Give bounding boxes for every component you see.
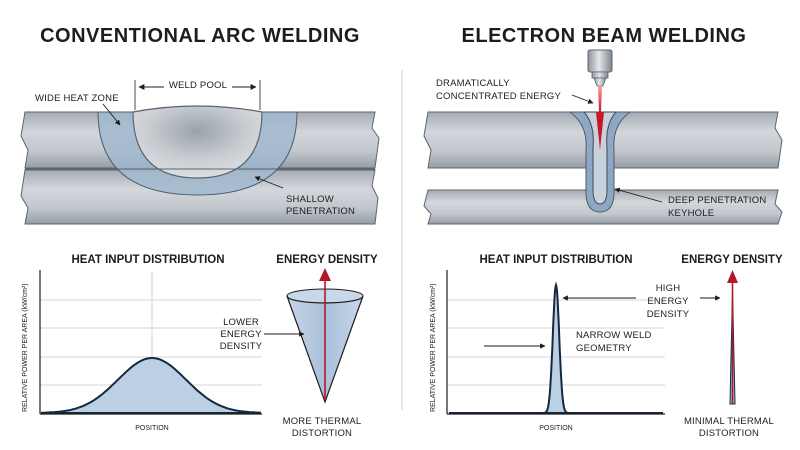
arc-weld-plates xyxy=(20,105,380,225)
minimal-label-2: DISTORTION xyxy=(699,428,759,439)
high-label-2: ENERGY xyxy=(647,296,689,307)
right-title: ELECTRON BEAM WELDING xyxy=(462,25,747,47)
cone-arrow-head xyxy=(319,268,331,281)
arc-heat-curve xyxy=(41,357,261,414)
weld-pool-label: WELD POOL xyxy=(169,80,227,91)
high-label-3: DENSITY xyxy=(647,309,690,320)
shallow-label-1: SHALLOW xyxy=(286,194,334,205)
left-heat-title: HEAT INPUT DISTRIBUTION xyxy=(71,254,224,266)
eb-keyhole xyxy=(582,111,618,205)
lower-label-1: LOWER xyxy=(223,317,259,328)
eb-energy-needle xyxy=(727,270,738,405)
eb-beam-core xyxy=(596,112,604,150)
gun-collar xyxy=(591,71,609,79)
minimal-label-1: MINIMAL THERMAL xyxy=(684,416,774,427)
left-y-label: RELATIVE POWER PER AREA (kW/cm²) xyxy=(22,283,29,412)
wide-heat-zone-leader xyxy=(102,103,121,126)
deep-label-1: DEEP PENETRATION xyxy=(668,195,766,206)
arc-energy-cone xyxy=(286,268,364,404)
right-heat-title: HEAT INPUT DISTRIBUTION xyxy=(479,254,632,266)
right-energy-title: ENERGY DENSITY xyxy=(681,254,783,266)
shallow-penetration-leader xyxy=(254,176,284,189)
right-y-label: RELATIVE POWER PER AREA (kW/cm²) xyxy=(430,283,437,412)
lower-label-2: ENERGY xyxy=(220,329,262,340)
distortion-label-1: MORE THERMAL xyxy=(283,416,362,427)
needle-arrow-head xyxy=(727,270,738,283)
right-x-label: POSITION xyxy=(539,425,572,432)
deep-leader xyxy=(614,187,663,203)
arc-bottom-plate xyxy=(20,169,379,225)
left-x-label: POSITION xyxy=(135,425,168,432)
shallow-label-2: PENETRATION xyxy=(286,206,355,217)
weld-pool-label-bg xyxy=(164,78,232,91)
left-title: CONVENTIONAL ARC WELDING xyxy=(40,25,360,47)
left-energy-title: ENERGY DENSITY xyxy=(276,254,378,266)
electron-gun xyxy=(587,49,613,87)
lower-label-3: DENSITY xyxy=(220,341,263,352)
concentrated-label-1: DRAMATICALLY xyxy=(436,78,510,89)
gun-nozzle xyxy=(593,77,607,87)
eb-weld-plates xyxy=(423,111,783,225)
right-heat-chart: RELATIVE POWER PER AREA (kW/cm²) POSITIO… xyxy=(430,270,665,432)
concentrated-leader xyxy=(571,94,594,104)
high-label-1: HIGH xyxy=(656,283,681,294)
wide-heat-zone-label: WIDE HEAT ZONE xyxy=(35,93,119,104)
arc-weld-pool xyxy=(132,105,263,179)
electron-beam xyxy=(598,86,602,112)
distortion-label-2: DISTORTION xyxy=(292,428,352,439)
eb-heat-curve xyxy=(449,281,663,414)
narrow-label-1: NARROW WELD xyxy=(576,330,652,341)
gun-body xyxy=(587,49,613,73)
left-heat-chart: RELATIVE POWER PER AREA (kW/cm²) POSITIO… xyxy=(22,270,262,432)
deep-label-2: KEYHOLE xyxy=(668,208,714,219)
narrow-label-2: GEOMETRY xyxy=(576,343,632,354)
concentrated-label-2: CONCENTRATED ENERGY xyxy=(436,91,561,102)
